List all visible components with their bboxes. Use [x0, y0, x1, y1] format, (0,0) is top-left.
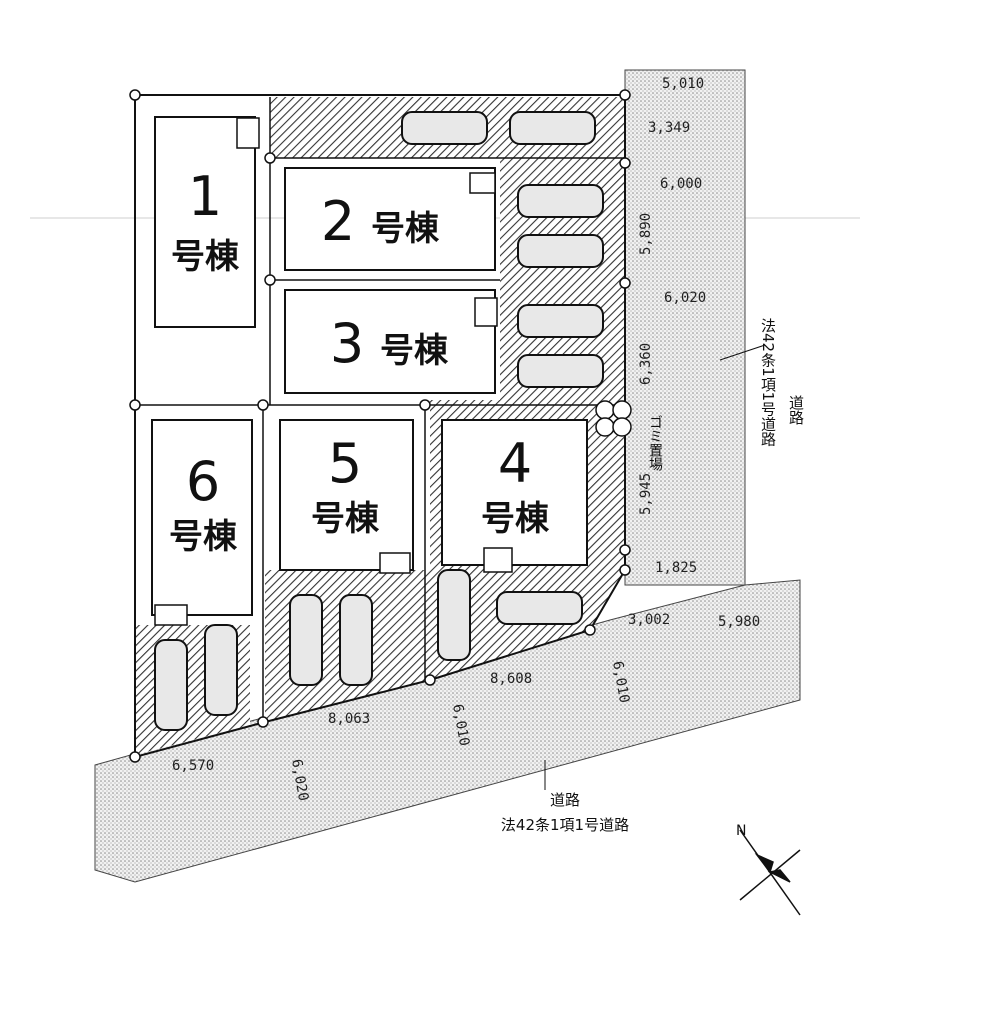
car-icons: [154, 111, 604, 731]
lot-2-label: 号棟: [371, 209, 440, 249]
garbage-label: ゴミ置場: [647, 415, 663, 471]
bottom-road: [94, 579, 801, 883]
lot-4-label: 号棟: [481, 499, 550, 539]
dim-right-6000: 6,000: [660, 176, 702, 192]
dim-bottom-6010a: 6,010: [609, 660, 632, 704]
lot-dividers: [135, 97, 625, 722]
building-2: [284, 167, 496, 271]
site-boundary: [134, 94, 626, 759]
dim-top-road-width: 5,010: [662, 76, 704, 92]
dim-bottom-6020: 6,020: [288, 758, 311, 802]
lot-6-number: 6: [186, 450, 220, 513]
building-1: [154, 116, 256, 328]
driveway-right: [500, 158, 625, 400]
lot-2-number: 2: [321, 190, 355, 253]
bottom-road-law-label: 法42条1項1号道路: [501, 816, 629, 834]
lot-3-label: 号棟: [380, 331, 449, 371]
dim-bottom-6570: 6,570: [172, 758, 214, 774]
dim-right-1825: 1,825: [655, 560, 697, 576]
dim-right-5980: 5,980: [718, 614, 760, 630]
dim-bottom-8063: 8,063: [328, 711, 370, 727]
lot-1-number: 1: [188, 165, 222, 228]
building-4: [441, 419, 588, 566]
north-label: N: [736, 823, 746, 839]
dim-top-small: 3,349: [648, 120, 690, 136]
lot-4-number: 4: [498, 432, 532, 495]
building-6: [151, 419, 253, 616]
right-road-leader: [719, 344, 766, 361]
north-arrow-icon: [739, 829, 801, 916]
lot-5-number: 5: [328, 432, 362, 495]
dim-right-6020: 6,020: [664, 290, 706, 306]
dim-bottom-6010b: 6,010: [449, 703, 472, 747]
boundary-markers: [129, 89, 631, 763]
lot-3-number: 3: [330, 312, 364, 375]
bottom-road-label: 道路: [550, 791, 580, 809]
lot-6-label: 号棟: [169, 517, 238, 557]
building-3: [284, 289, 496, 394]
lot-1-label: 号棟: [171, 237, 240, 277]
right-road-law-label: 法42条1項1号道路: [759, 318, 777, 446]
lot-5-label: 号棟: [311, 499, 380, 539]
dim-right-5945: 5,945: [638, 473, 654, 515]
dim-right-3002: 3,002: [628, 612, 670, 628]
building-5: [279, 419, 414, 571]
window-icons: [154, 117, 513, 626]
dim-right-5890: 5,890: [638, 213, 654, 255]
right-road-label: 道路: [787, 395, 805, 425]
dim-right-6360: 6,360: [638, 343, 654, 385]
garbage-station-icon: [595, 400, 632, 437]
dim-bottom-8608: 8,608: [490, 671, 532, 687]
